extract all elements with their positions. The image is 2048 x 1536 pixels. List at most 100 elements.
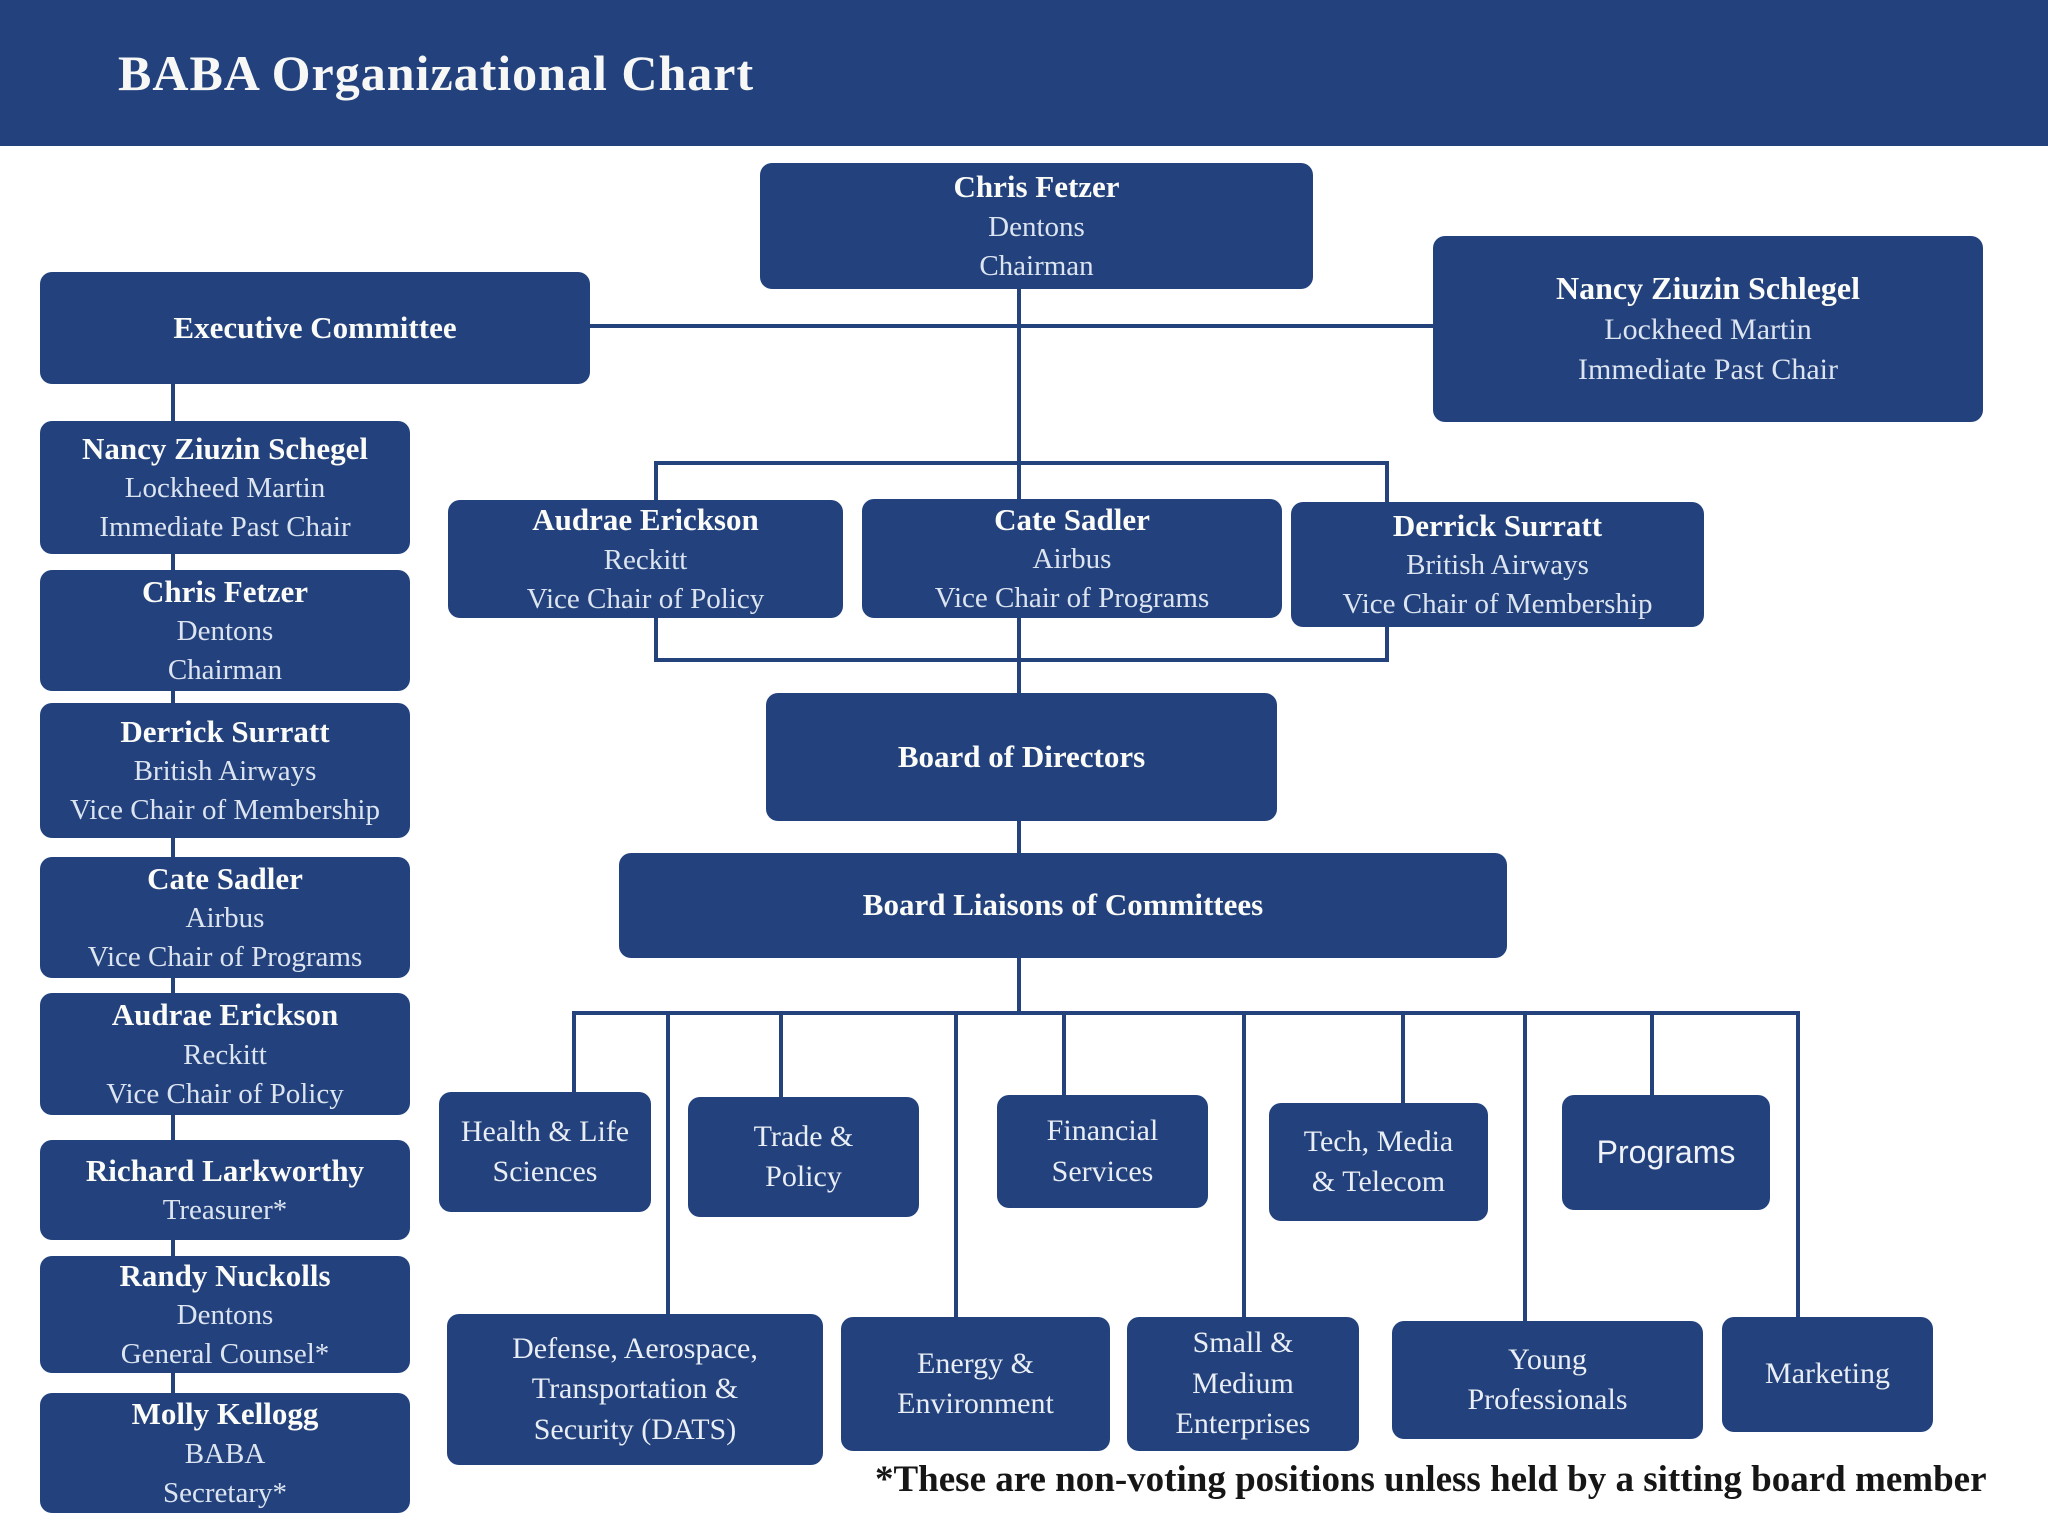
person-name: Randy Nuckolls (119, 1257, 331, 1293)
node-committee-programs: Programs (1562, 1095, 1770, 1210)
node-member-derrick-surratt: Derrick Surratt British Airways Vice Cha… (40, 703, 410, 838)
node-member-nancy-schegel: Nancy Ziuzin Schegel Lockheed Martin Imm… (40, 421, 410, 554)
committee-label-line: Medium (1192, 1366, 1294, 1400)
person-role: Vice Chair of Membership (70, 794, 380, 827)
connector-drop-trade (779, 1011, 783, 1097)
committee-label-line: Policy (765, 1160, 842, 1193)
person-name: Cate Sadler (994, 501, 1150, 537)
committee-label-line: Professionals (1467, 1383, 1628, 1416)
person-org: Lockheed Martin (1604, 313, 1812, 347)
node-member-audrae-erickson: Audrae Erickson Reckitt Vice Chair of Po… (40, 993, 410, 1115)
node-committee-marketing: Marketing (1722, 1317, 1933, 1432)
committee-label-line: Trade & (753, 1119, 854, 1153)
committee-label-line: & Telecom (1311, 1165, 1446, 1198)
group-label: Board of Directors (897, 738, 1146, 774)
person-role: General Counsel* (120, 1338, 330, 1371)
committee-label-line: Security (DATS) (533, 1412, 737, 1446)
connector-drop-energy (954, 1011, 958, 1317)
node-committee-trade-policy: Trade & Policy (688, 1097, 919, 1217)
person-role: Vice Chair of Programs (934, 582, 1210, 615)
node-vice-chair-programs: Cate Sadler Airbus Vice Chair of Program… (862, 499, 1282, 618)
connector-drop-dats (666, 1011, 670, 1314)
person-role: Vice Chair of Policy (526, 582, 765, 615)
person-name: Cate Sadler (147, 860, 303, 896)
committee-label-line: Tech, Media (1303, 1124, 1454, 1158)
node-chairman: Chris Fetzer Dentons Chairman (760, 163, 1313, 289)
node-committee-financial-services: Financial Services (997, 1095, 1208, 1208)
person-org: Dentons (988, 210, 1085, 243)
person-role: Chairman (979, 249, 1094, 282)
connector-drop-health (572, 1011, 576, 1092)
person-name: Nancy Ziuzin Schlegel (1555, 270, 1860, 307)
person-role: Chairman (167, 654, 283, 687)
person-role: Treasurer* (162, 1194, 288, 1227)
committee-label-line: Services (1051, 1154, 1154, 1188)
connector-drop-programs (1650, 1011, 1654, 1095)
connector-center-vertical (1017, 289, 1021, 695)
person-org: Lockheed Martin (124, 472, 326, 505)
person-org: Dentons (176, 615, 274, 648)
committee-label-line: Environment (897, 1387, 1054, 1420)
node-member-chris-fetzer: Chris Fetzer Dentons Chairman (40, 570, 410, 691)
footnote: *These are non-voting positions unless h… (875, 1459, 1987, 1500)
node-vice-chair-membership: Derrick Surratt British Airways Vice Cha… (1291, 502, 1704, 627)
committee-label-line: Enterprises (1175, 1407, 1311, 1441)
committee-label-line: Young (1508, 1342, 1587, 1376)
person-name: Richard Larkworthy (85, 1152, 365, 1188)
node-immediate-past-chair: Nancy Ziuzin Schlegel Lockheed Martin Im… (1433, 236, 1983, 422)
person-org: Airbus (1032, 543, 1112, 576)
committee-label-line: Defense, Aerospace, (512, 1331, 758, 1365)
group-label: Executive Committee (173, 309, 457, 345)
person-org: BABA (184, 1437, 266, 1470)
committee-label-line: Energy & (917, 1346, 1034, 1380)
node-committee-tech-media-telecom: Tech, Media & Telecom (1269, 1103, 1488, 1221)
node-committee-health-life-sciences: Health & Life Sciences (439, 1092, 651, 1212)
person-org: Airbus (185, 902, 265, 935)
header-bar: BABA Organizational Chart (0, 0, 2048, 146)
connector-liaisons-drop (1017, 956, 1021, 1014)
committee-label-line: Marketing (1765, 1357, 1890, 1391)
committee-label-line: Health & Life (460, 1114, 630, 1148)
person-name: Nancy Ziuzin Schegel (82, 430, 368, 466)
person-role: Vice Chair of Membership (1342, 588, 1653, 621)
connector-bod-liaisons (1017, 819, 1021, 855)
connector-drop-tech (1401, 1011, 1405, 1103)
committee-label-line: Small & (1192, 1326, 1294, 1360)
person-name: Derrick Surratt (120, 713, 330, 749)
node-committee-small-medium-enterprises: Small & Medium Enterprises (1127, 1317, 1359, 1451)
node-vice-chair-policy: Audrae Erickson Reckitt Vice Chair of Po… (448, 500, 843, 618)
person-role: Vice Chair of Programs (87, 941, 363, 974)
connector-exec-horizontal (589, 324, 1437, 328)
connector-drop-young-professionals (1523, 1011, 1527, 1321)
person-role: Immediate Past Chair (1578, 353, 1838, 387)
committee-label-line: Transportation & (531, 1372, 739, 1406)
node-committee-young-professionals: Young Professionals (1392, 1321, 1703, 1439)
person-org: British Airways (1406, 549, 1589, 582)
node-committee-dats: Defense, Aerospace, Transportation & Sec… (447, 1314, 823, 1465)
connector-drop-sme (1242, 1011, 1246, 1317)
node-member-randy-nuckolls: Randy Nuckolls Dentons General Counsel* (40, 1256, 410, 1373)
person-name: Audrae Erickson (532, 502, 759, 538)
node-member-richard-larkworthy: Richard Larkworthy Treasurer* (40, 1140, 410, 1240)
person-role: Secretary* (163, 1476, 287, 1509)
person-org: Dentons (176, 1299, 274, 1332)
person-org: Reckitt (183, 1038, 267, 1071)
group-label: Board Liaisons of Committees (862, 887, 1264, 923)
node-member-molly-kellogg: Molly Kellogg BABA Secretary* (40, 1393, 410, 1513)
node-board-of-directors: Board of Directors (766, 693, 1277, 821)
person-name: Audrae Erickson (111, 997, 339, 1033)
person-name: Derrick Surratt (1392, 507, 1603, 543)
connector-drop-financial (1062, 1011, 1066, 1097)
person-name: Chris Fetzer (141, 573, 309, 609)
node-executive-committee: Executive Committee (40, 272, 590, 384)
committee-label-line: Sciences (492, 1155, 598, 1188)
node-board-liaisons: Board Liaisons of Committees (619, 853, 1507, 958)
node-committee-energy-environment: Energy & Environment (841, 1317, 1110, 1451)
person-name: Molly Kellogg (131, 1396, 319, 1432)
connector-drop-marketing (1796, 1011, 1800, 1317)
node-member-cate-sadler: Cate Sadler Airbus Vice Chair of Program… (40, 857, 410, 978)
person-org: British Airways (133, 755, 317, 788)
person-org: Reckitt (603, 543, 688, 576)
person-role: Immediate Past Chair (99, 511, 351, 544)
